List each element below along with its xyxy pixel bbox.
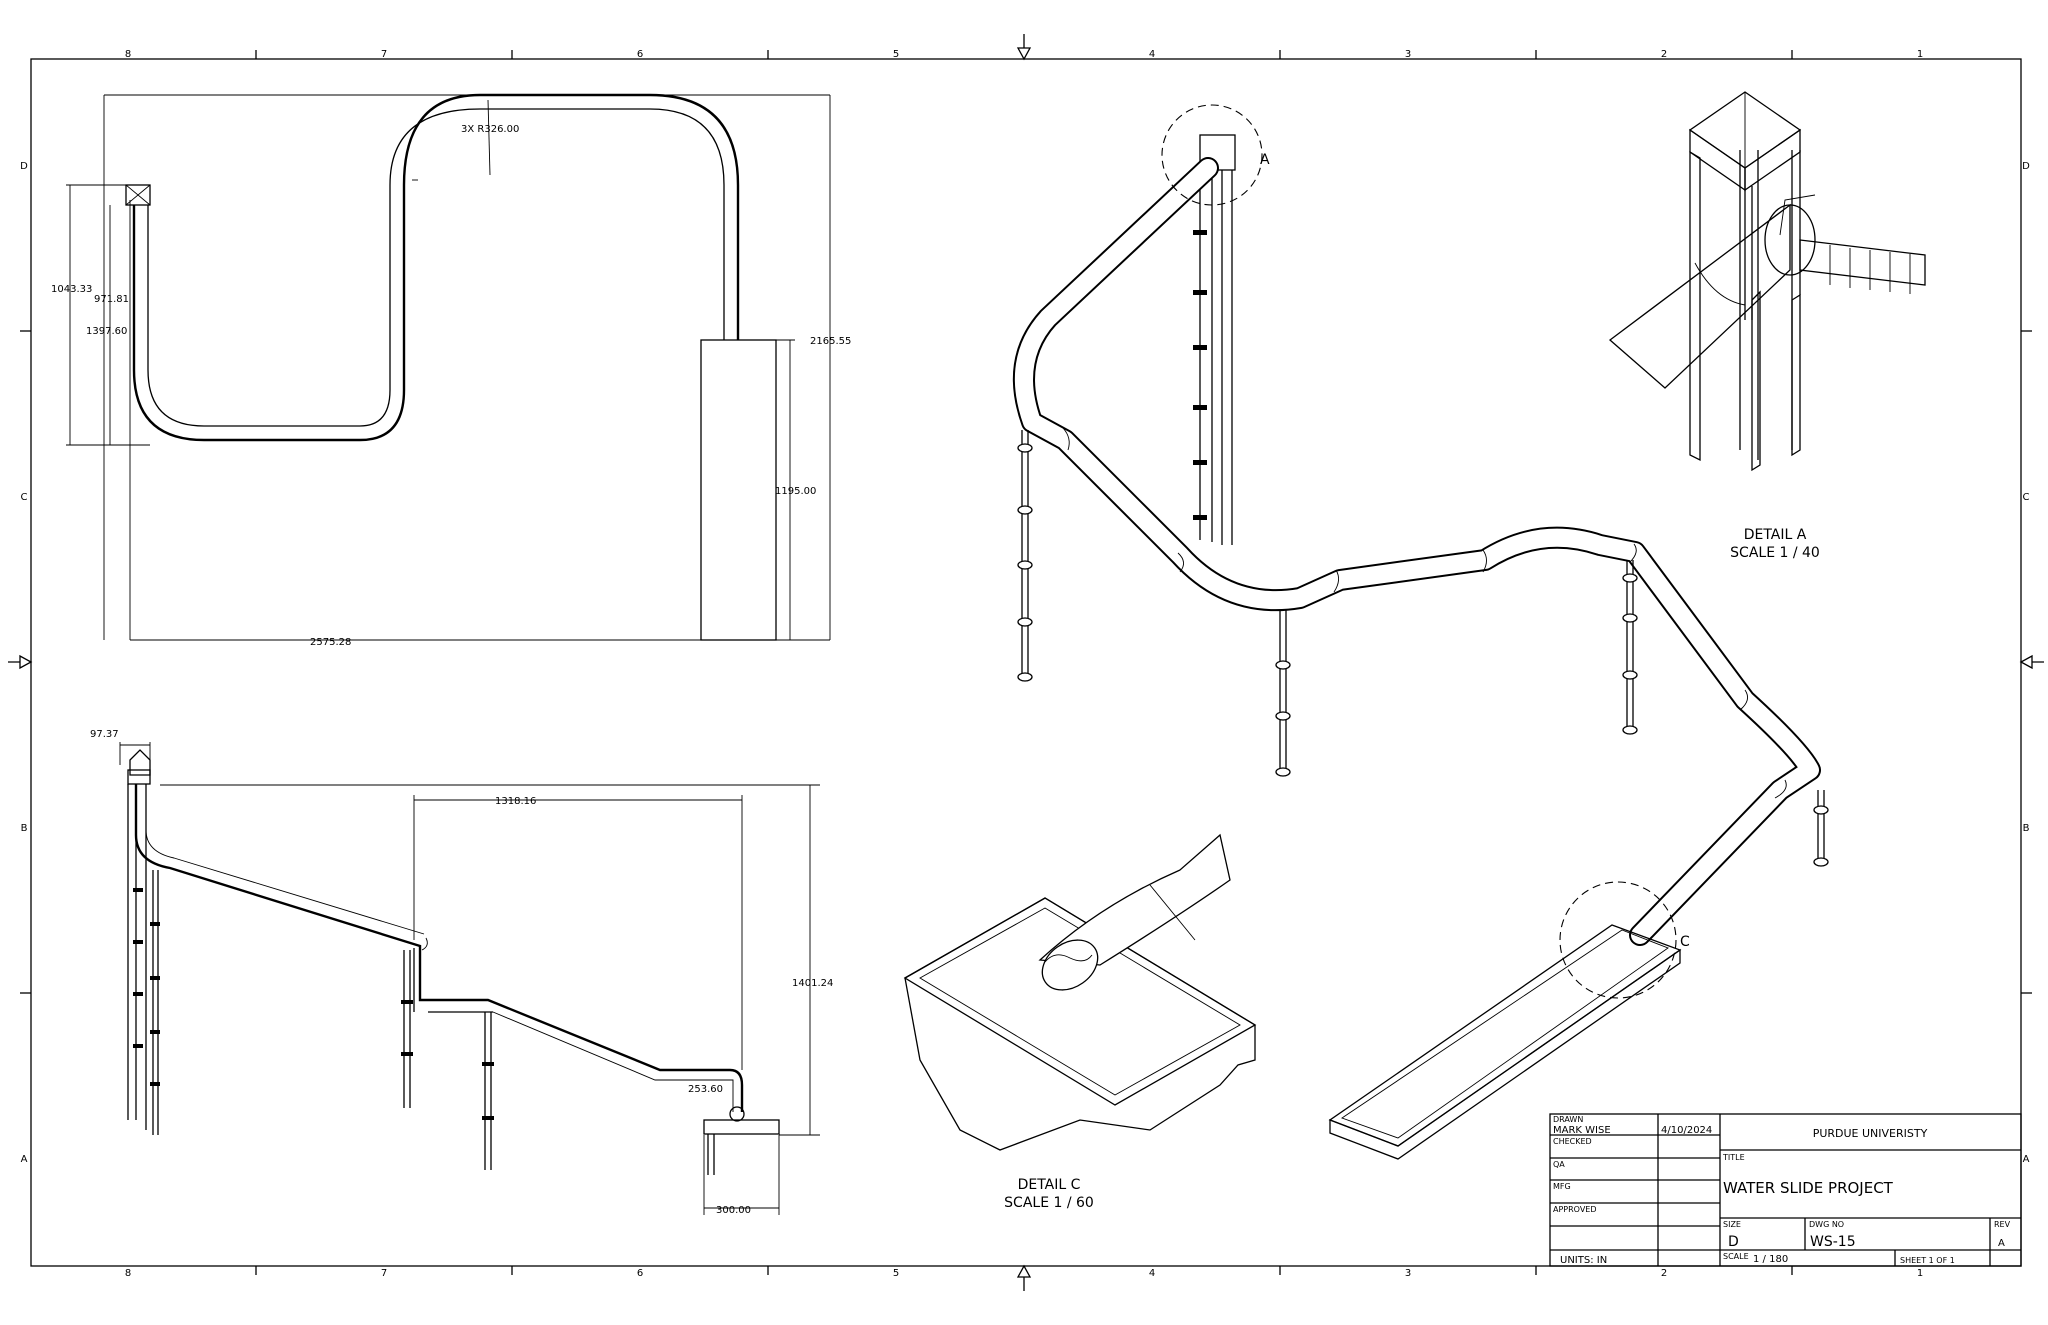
detail-a-label: DETAIL A	[1744, 527, 1807, 543]
dim-253: 253.60	[688, 1084, 723, 1095]
zone-right-a: A	[2023, 1154, 2030, 1165]
dim-1401: 1401.24	[792, 978, 833, 989]
detail-c-circle	[1559, 881, 1677, 999]
zone-left-a: A	[21, 1154, 28, 1165]
dim-97: 97.37	[90, 729, 119, 740]
tb-size: D	[1728, 1234, 1739, 1250]
zone-top-4: 4	[1149, 49, 1155, 60]
zone-top-7: 7	[381, 49, 387, 60]
zone-top-1: 1	[1917, 49, 1923, 60]
zone-bottom-7: 7	[381, 1268, 387, 1279]
zone-top-2: 2	[1661, 49, 1667, 60]
side-view: 97.37 1318.16 1401.24 253.60 300.00	[90, 729, 833, 1216]
zone-bottom-1: 1	[1917, 1268, 1923, 1279]
detail-c-scale: SCALE 1 / 60	[1004, 1195, 1094, 1211]
tb-approved-label: APPROVED	[1553, 1205, 1597, 1214]
zone-bottom-8: 8	[125, 1268, 131, 1279]
tb-scale: 1 / 180	[1753, 1254, 1788, 1265]
zone-top-3: 3	[1405, 49, 1411, 60]
detail-c-label: DETAIL C	[1018, 1177, 1081, 1193]
tb-dwg-label: DWG NO	[1809, 1220, 1844, 1229]
zone-right-c: C	[2023, 492, 2030, 503]
tb-dwg-no: WS-15	[1810, 1234, 1856, 1250]
tb-rev-label: REV	[1994, 1220, 2011, 1229]
platform-top	[125, 184, 151, 206]
tb-mfg-label: MFG	[1553, 1182, 1571, 1191]
zone-bottom-4: 4	[1149, 1268, 1155, 1279]
tb-rev: A	[1998, 1238, 2005, 1249]
tb-drawn-by: MARK WISE	[1553, 1125, 1611, 1136]
zone-left-d: D	[20, 161, 28, 172]
tb-scale-label: SCALE	[1723, 1252, 1749, 1261]
dim-971: 971.81	[94, 294, 129, 305]
tb-company: PURDUE UNIVERISTY	[1813, 1127, 1928, 1140]
title-block: DRAWN MARK WISE 4/10/2024 CHECKED QA MFG…	[1549, 1113, 2022, 1267]
zone-bottom-5: 5	[893, 1268, 899, 1279]
detail-a-callout: A	[1260, 152, 1270, 168]
detail-c-callout: C	[1680, 934, 1690, 950]
zone-right-d: D	[2022, 161, 2030, 172]
zone-bottom-6: 6	[637, 1268, 643, 1279]
pool-top	[700, 339, 777, 641]
zone-bottom-3: 3	[1405, 1268, 1411, 1279]
detail-a-view: DETAIL A SCALE 1 / 40	[1608, 91, 1926, 561]
isometric-view: A C	[1012, 104, 1829, 1160]
zone-left-b: B	[21, 823, 28, 834]
top-view: 3X R326.00 1043.33 971.81 1397.60 2165.5…	[51, 93, 851, 648]
sheet-frame: 8 7 6 5 4 3 2 1 8 7 6 5 4 3 2 1 D C B A …	[8, 34, 2044, 1291]
detail-a-circle	[1161, 104, 1263, 206]
tb-size-label: SIZE	[1723, 1220, 1741, 1229]
zone-bottom-2: 2	[1661, 1268, 1667, 1279]
dim-1195: 1195.00	[775, 486, 816, 497]
zone-top-8: 8	[125, 49, 131, 60]
dim-1043: 1043.33	[51, 284, 92, 295]
tb-units: UNITS: IN	[1560, 1255, 1607, 1266]
zone-top-5: 5	[893, 49, 899, 60]
tb-drawn-date: 4/10/2024	[1661, 1125, 1712, 1136]
zone-left-c: C	[21, 492, 28, 503]
tb-drawn-label: DRAWN	[1553, 1115, 1583, 1124]
dim-300: 300.00	[716, 1205, 751, 1216]
tb-title-label: TITLE	[1722, 1153, 1745, 1162]
tb-qa-label: QA	[1553, 1160, 1565, 1169]
dim-1397: 1397.60	[86, 326, 127, 337]
dim-1318: 1318.16	[495, 796, 536, 807]
tb-title: WATER SLIDE PROJECT	[1723, 1179, 1894, 1197]
dim-2165: 2165.55	[810, 336, 851, 347]
dim-radius-note: 3X R326.00	[461, 124, 519, 135]
zone-top-6: 6	[637, 49, 643, 60]
tb-checked-label: CHECKED	[1553, 1137, 1592, 1146]
zone-right-b: B	[2023, 823, 2030, 834]
dim-2575: 2575.28	[310, 637, 351, 648]
tb-sheet: SHEET 1 OF 1	[1900, 1256, 1955, 1265]
detail-c-view: DETAIL C SCALE 1 / 60	[903, 833, 1257, 1211]
detail-a-scale: SCALE 1 / 40	[1730, 545, 1820, 561]
